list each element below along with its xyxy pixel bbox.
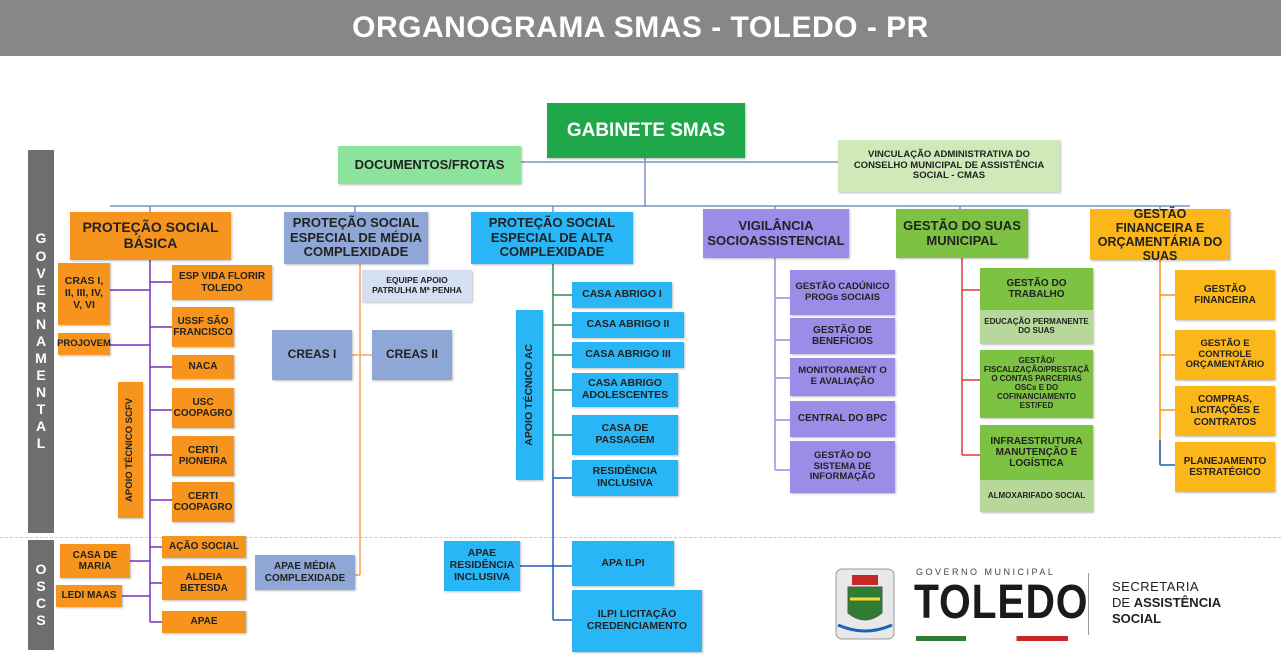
sidebar-letter: E: [36, 281, 46, 298]
alta-item: CASA ABRIGO III: [572, 342, 684, 368]
ledi-maas: LEDI MAAS: [56, 585, 122, 607]
sidebar-letter: S: [36, 577, 46, 594]
sidebar-letter: R: [35, 298, 47, 315]
alta-item: CASA ABRIGO ADOLESCENTES: [572, 373, 678, 407]
sidebar-letter: C: [35, 595, 47, 611]
basica-item: NACA: [172, 355, 234, 379]
financeira-item: COMPRAS, LICITAÇÕES E CONTRATOS: [1175, 386, 1275, 436]
creas-i: CREAS I: [272, 330, 352, 380]
sidebar-letter: E: [36, 367, 46, 384]
assistencia-label: ASSISTÊNCIA: [1133, 595, 1222, 610]
basica-item: USSF SÃO FRANCISCO: [172, 307, 234, 347]
vigilancia-header: VIGILÂNCIA SOCIOASSISTENCIAL: [703, 209, 849, 258]
creas-ii: CREAS II: [372, 330, 452, 380]
basica-osc-item: APAE: [162, 611, 246, 633]
basica-item: CERTI COOPAGRO: [172, 482, 234, 522]
sidebar-letter: G: [35, 230, 47, 247]
casa-de-maria: CASA DE MARIA: [60, 544, 130, 578]
basica-item: ESP VIDA FLORIR TOLEDO: [172, 265, 272, 300]
sidebar-letter: T: [36, 401, 46, 418]
projovem-box: PROJOVEM: [57, 333, 111, 355]
apoio-tecnico-ac-label: APOIO TÉCNICO AC: [522, 344, 535, 446]
alta-item: RESIDÊNCIA INCLUSIVA: [572, 460, 678, 496]
secretaria-label: SECRETARIA: [1112, 579, 1200, 594]
apa-ilpi: APA ILPI: [572, 541, 674, 586]
gestao-fiscalizacao: GESTÃO/ FISCALIZAÇÃO/PRESTAÇÃ O CONTAS P…: [980, 350, 1093, 418]
sidebar-letter: O: [35, 247, 47, 264]
financeira-item: PLANEJAMENTO ESTRATÉGICO: [1175, 442, 1275, 492]
basica-item: USC COOPAGRO: [172, 388, 234, 428]
vigilancia-item: GESTÃO DE BENEFÍCIOS: [790, 318, 895, 354]
sidebar-letter: V: [36, 264, 46, 281]
financeira-header: GESTÃO FINANCEIRA E ORÇAMENTÁRIA DO SUAS: [1090, 207, 1230, 263]
educacao-permanente: EDUCAÇÃO PERMANENTE DO SUAS: [980, 310, 1093, 344]
toledo-crest-icon: [835, 568, 895, 640]
vigilancia-item: MONITORAMENT O E AVALIAÇÃO: [790, 358, 895, 396]
ilpi-licitacao: ILPI LICITAÇÃO CREDENCIAMENTO: [572, 590, 702, 652]
cras-box: CRAS I, II, III, IV, V, VI: [58, 263, 110, 325]
cmas-box: VINCULAÇÃO ADMINISTRATIVA DO CONSELHO MU…: [838, 140, 1060, 192]
apoio-tecnico-scfv-label: APOIO TÉCNICO SCFV: [124, 398, 136, 502]
de-label: DE: [1112, 595, 1131, 610]
alta-header: PROTEÇÃO SOCIAL ESPECIAL DE ALTA COMPLEX…: [471, 212, 633, 264]
vigilancia-item: GESTÃO CADÚNICO PROGs SOCIAIS: [790, 270, 895, 315]
basica-header: PROTEÇÃO SOCIAL BÁSICA: [70, 212, 231, 260]
de-assistencia-line: DE ASSISTÊNCIA: [1112, 595, 1221, 610]
sidebar-letter: M: [35, 350, 47, 367]
sidebar-letter: N: [35, 384, 47, 401]
sidebar-letter: A: [35, 332, 47, 349]
sidebar-letter: O: [35, 560, 47, 577]
infraestrutura: INFRAESTRUTURA MANUTENÇÃO E LOGÍSTICA: [980, 425, 1093, 480]
basica-item: CERTI PIONEIRA: [172, 436, 234, 476]
alta-item: CASA ABRIGO I: [572, 282, 672, 308]
sidebar-letter: S: [36, 612, 46, 629]
financeira-item: GESTÃO E CONTROLE ORÇAMENTÁRIO: [1175, 330, 1275, 380]
gabinete-smas: GABINETE SMAS: [547, 103, 745, 158]
toledo-wordmark: TOLEDO: [914, 576, 1089, 629]
toledo-logo: GOVERNO MUNICIPAL TOLEDO SECRETARIA DE A…: [830, 563, 1270, 645]
flag-stripes: [916, 636, 1068, 641]
documentos-frotas: DOCUMENTOS/FROTAS: [338, 146, 521, 184]
almoxarifado: ALMOXARIFADO SOCIAL: [980, 480, 1093, 512]
page-title: ORGANOGRAMA SMAS - TOLEDO - PR: [0, 0, 1281, 56]
sidebar-letter: L: [36, 435, 46, 452]
apoio-tecnico-ac: APOIO TÉCNICO AC: [516, 310, 543, 480]
basica-osc-item: ALDEIA BETESDA: [162, 566, 246, 600]
sidebar-letter: N: [35, 315, 47, 332]
apae-media: APAE MÉDIA COMPLEXIDADE: [255, 555, 355, 590]
vigilancia-item: CENTRAL DO BPC: [790, 401, 895, 437]
logo-divider: [1088, 573, 1089, 635]
governo-municipal-label: GOVERNO MUNICIPAL: [916, 567, 1056, 577]
media-header: PROTEÇÃO SOCIAL ESPECIAL DE MÉDIA COMPLE…: [284, 212, 428, 264]
alta-item: CASA DE PASSAGEM: [572, 415, 678, 455]
gestao-trabalho: GESTÃO DO TRABALHO: [980, 268, 1093, 310]
sidebar-letter: A: [35, 418, 47, 435]
basica-osc-item: AÇÃO SOCIAL: [162, 536, 246, 558]
social-label: SOCIAL: [1112, 611, 1162, 626]
apoio-tecnico-scfv: APOIO TÉCNICO SCFV: [118, 382, 143, 518]
gestao-suas-header: GESTÃO DO SUAS MUNICIPAL: [896, 209, 1028, 258]
financeira-item: GESTÃO FINANCEIRA: [1175, 270, 1275, 320]
apae-residencia: APAE RESIDÊNCIA INCLUSIVA: [444, 541, 520, 591]
equipe-apoio: EQUIPE APOIO PATRULHA Mª PENHA: [362, 270, 472, 302]
governmental-osc-divider: [0, 537, 1281, 538]
alta-item: CASA ABRIGO II: [572, 312, 684, 338]
vigilancia-item: GESTÃO DO SISTEMA DE INFORMAÇÃO: [790, 441, 895, 493]
